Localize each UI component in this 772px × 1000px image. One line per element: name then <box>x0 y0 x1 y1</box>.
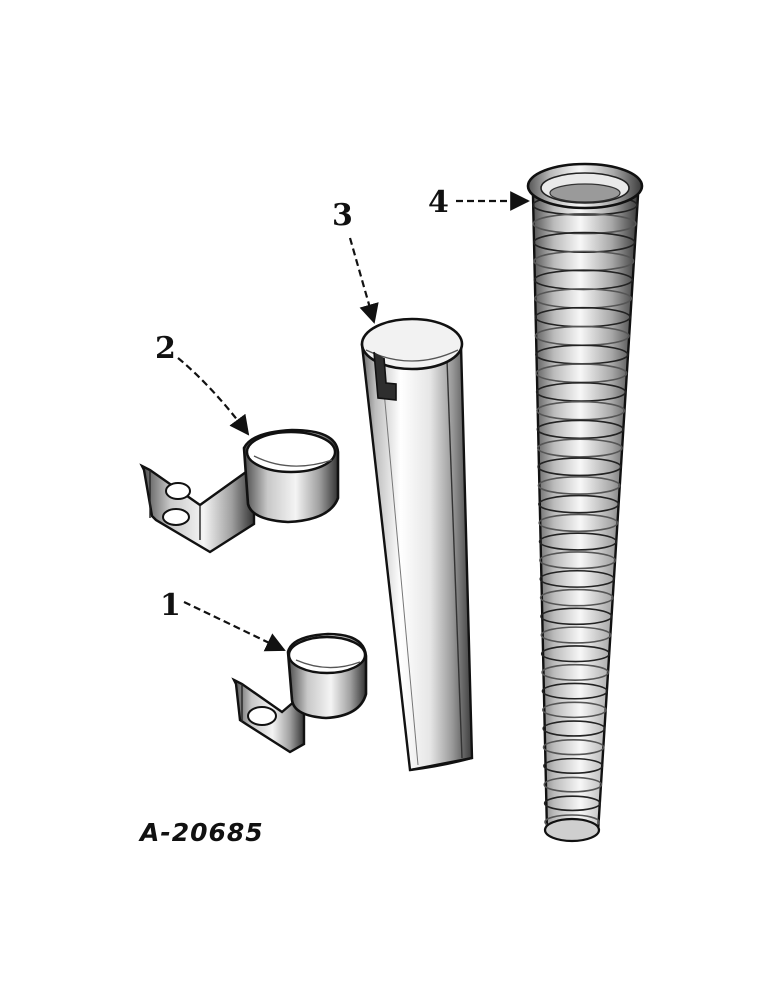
tube-rib <box>543 776 603 793</box>
tube-rib <box>542 720 606 737</box>
tube-rib <box>539 588 614 607</box>
tube-rib <box>539 569 615 588</box>
leader-line-3 <box>348 237 379 324</box>
tube-rib <box>537 476 621 495</box>
tube-rib <box>532 231 636 254</box>
part-3-slotted-tube <box>360 317 474 772</box>
callout-2: 2 <box>155 331 176 366</box>
tube-rib <box>540 607 613 626</box>
tube-rib <box>539 551 616 570</box>
leader-line-1 <box>183 601 286 652</box>
tube-rib <box>538 494 620 514</box>
part-2-large-clamp <box>139 428 340 554</box>
tube-rib <box>537 457 622 477</box>
tube-rib <box>543 757 604 774</box>
drawing-code: A-20685 <box>138 818 264 847</box>
tube-rib <box>538 513 619 533</box>
tube-rib <box>542 739 605 756</box>
tube-rib <box>536 438 623 458</box>
tube-corrugation-ribs <box>532 194 638 830</box>
callout-4: 4 <box>428 185 449 220</box>
tube-rib <box>538 532 618 551</box>
tube-rib <box>536 419 624 440</box>
tube-rib <box>540 626 612 644</box>
tube-rib <box>541 682 608 700</box>
tube-rib <box>543 795 601 812</box>
tube-rib <box>540 645 611 663</box>
part-1-small-clamp <box>231 632 368 754</box>
part-4-flexible-tube <box>526 162 644 843</box>
tube-rib <box>532 212 637 235</box>
tube-rib <box>542 701 607 719</box>
callout-3: 3 <box>332 198 353 233</box>
tube-rib <box>541 663 610 681</box>
leader-line-2 <box>177 357 250 436</box>
callout-1: 1 <box>160 588 181 623</box>
